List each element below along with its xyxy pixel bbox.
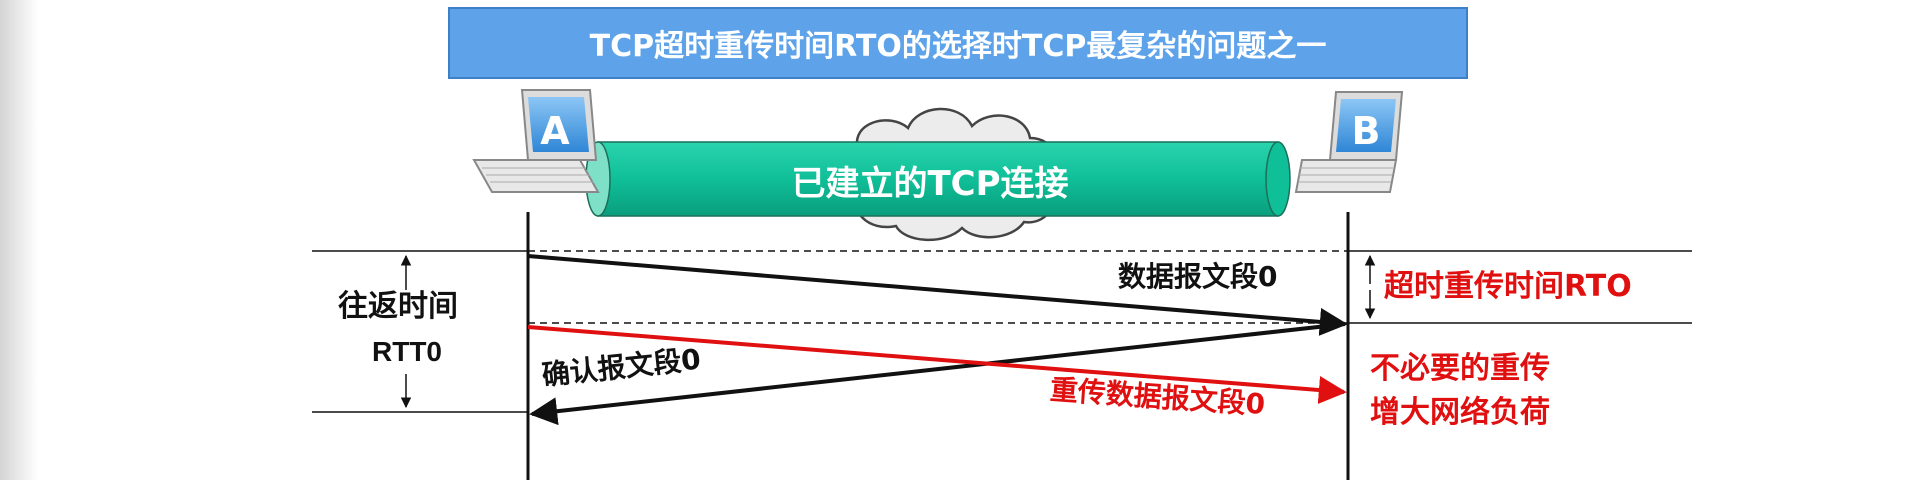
title-banner: TCP超时重传时间RTO的选择时TCP最复杂的问题之一 — [448, 7, 1468, 79]
left-edge-shading — [0, 0, 38, 480]
retransmit-segment-arrow — [527, 325, 1347, 404]
rtt-label-line1: 往返时间 — [338, 289, 458, 324]
connection-label: 已建立的TCP连接 — [791, 163, 1069, 204]
rtt-label-line2: RTT0 — [372, 336, 442, 367]
laptop-a-icon — [472, 89, 600, 193]
data-segment-label: 数据报文段0 — [1118, 260, 1278, 293]
note-line1: 不必要的重传 — [1370, 351, 1550, 386]
title-text: TCP超时重传时间RTO的选择时TCP最复杂的问题之一 — [589, 29, 1327, 64]
tcp-connection-pipe — [585, 141, 1291, 217]
data-segment-arrow — [527, 254, 1348, 336]
ack-segment-arrow — [529, 322, 1346, 426]
note-line2: 增大网络负荷 — [1370, 395, 1550, 430]
rto-label: 超时重传时间RTO — [1384, 269, 1632, 304]
node-b-label: B — [1351, 109, 1381, 153]
node-a-label: A — [540, 109, 570, 153]
laptop-b-icon — [1294, 91, 1404, 193]
